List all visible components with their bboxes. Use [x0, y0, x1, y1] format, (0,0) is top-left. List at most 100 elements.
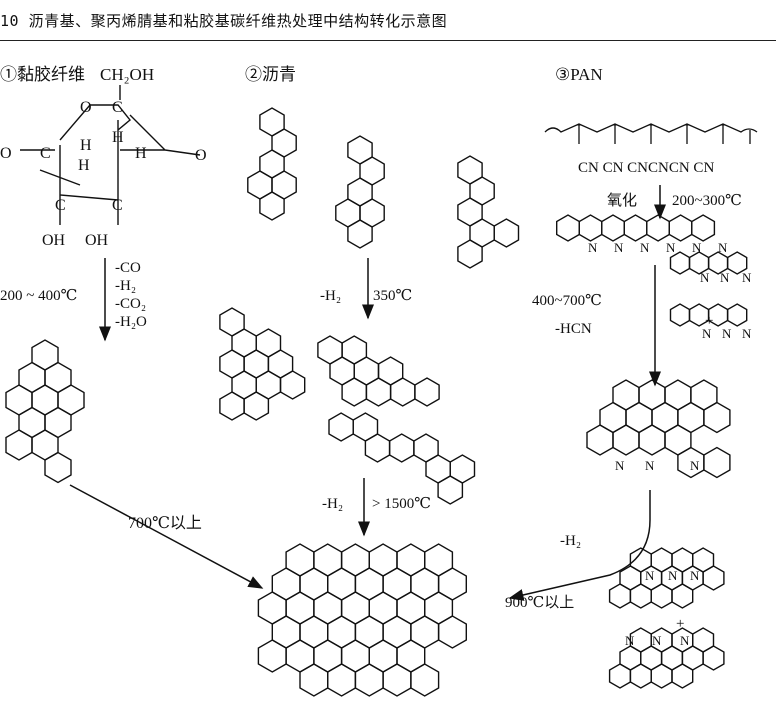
- hexagon-ring: [5, 429, 33, 461]
- nitrogen-atom: N: [645, 568, 655, 583]
- hexagon-ring: [556, 214, 580, 242]
- hexagon-ring: [702, 565, 725, 591]
- atom-h: H: [112, 129, 124, 146]
- pan-plus-1: +: [705, 313, 713, 329]
- hexagon-ring: [578, 214, 603, 242]
- hexagon-ring: [726, 251, 748, 275]
- cellulose-ring: [20, 85, 201, 225]
- hexagon-ring: [586, 424, 614, 456]
- pitch-step2-temp: > 1500℃: [372, 496, 431, 512]
- pan-step2-loss: -HCN: [555, 321, 592, 337]
- hexagon-ring: [347, 219, 373, 249]
- hexagon-ring: [629, 663, 652, 689]
- nitrogen-atom: N: [680, 633, 690, 648]
- hexagon-ring: [668, 214, 693, 242]
- hexagon-ring: [601, 214, 625, 242]
- hexagon-ring: [341, 377, 368, 407]
- hexagon-ring: [279, 370, 306, 400]
- hexagon-ring: [669, 251, 691, 275]
- pan-final-temp: 900℃以上: [505, 594, 574, 611]
- nitrogen-atom: N: [692, 240, 702, 255]
- nitrogen-atom: N: [720, 270, 730, 285]
- hexagon-ring: [365, 377, 392, 407]
- hexagon-ring: [608, 583, 632, 609]
- hexagon-ring: [327, 663, 357, 697]
- atom-o: O: [0, 145, 12, 162]
- hexagon-ring: [671, 583, 694, 609]
- atom-o: O: [80, 99, 92, 116]
- hexagon-ring: [691, 214, 716, 242]
- hexagon-ring: [259, 191, 285, 221]
- nitrogen-atom: N: [640, 240, 650, 255]
- hexagon-ring: [410, 663, 440, 697]
- viscose-final-temp: 700℃以上: [128, 514, 202, 532]
- pitch-step1-temp: 350℃: [373, 288, 412, 304]
- nitrogen-atom: N: [690, 458, 700, 473]
- hexagon-ring: [354, 663, 384, 697]
- pan-label: ③PAN: [555, 65, 603, 84]
- hexagon-structures: [5, 107, 748, 697]
- hexagon-ring: [612, 424, 640, 456]
- hexagon-ring: [219, 391, 245, 421]
- hexagon-ring: [243, 391, 270, 421]
- nitrogen-atom: N: [588, 240, 598, 255]
- viscose-temp: 200 ~ 400℃: [0, 288, 77, 304]
- hexagon-ring: [608, 663, 632, 689]
- nitrogen-atom: N: [718, 240, 728, 255]
- hexagon-ring: [364, 433, 391, 463]
- pan-cn-groups: CN CN CNCNCN CN: [578, 160, 714, 176]
- atom-c: C: [112, 99, 123, 116]
- nitrogen-atom: N: [742, 326, 752, 341]
- hexagon-ring: [493, 218, 520, 248]
- hexagon-ring: [328, 412, 354, 442]
- loss-h2o: -H₂O: [115, 314, 147, 330]
- pan-step2-temp: 400~700℃: [532, 293, 602, 309]
- pitch-step1-loss: -H₂: [320, 288, 341, 304]
- hexagon-ring: [650, 583, 673, 609]
- nitrogen-atom: N: [645, 458, 655, 473]
- atom-o: O: [195, 147, 207, 164]
- hexagon-ring: [646, 214, 670, 242]
- atom-oh: OH: [85, 232, 109, 249]
- nitrogen-atom: N: [668, 568, 678, 583]
- hexagon-ring: [671, 663, 694, 689]
- nitrogen-atom: N: [652, 633, 662, 648]
- hexagon-ring: [414, 377, 440, 407]
- hexagon-ring: [437, 615, 467, 649]
- nitrogen-atom: N: [666, 240, 676, 255]
- pan-oxidation: 氧化: [607, 192, 637, 209]
- hexagon-ring: [44, 451, 72, 484]
- nitrogen-atom: N: [700, 270, 710, 285]
- hexagon-ring: [257, 639, 287, 673]
- hexagon-ring: [623, 214, 648, 242]
- atom-c: C: [55, 197, 66, 214]
- nitrogen-atom: N: [615, 458, 625, 473]
- ch2oh-label: CH₂OH: [100, 65, 154, 84]
- hexagon-ring: [437, 475, 464, 505]
- atom-oh: OH: [42, 232, 66, 249]
- hexagon-ring: [703, 401, 731, 434]
- pitch-label: ②沥青: [245, 65, 296, 84]
- nitrogen-atom: N: [702, 326, 712, 341]
- loss-h2: -H₂: [115, 278, 136, 294]
- pitch-step2-loss: -H₂: [322, 496, 343, 512]
- hexagon-ring: [638, 424, 666, 456]
- hexagon-ring: [703, 446, 731, 479]
- loss-co2: -CO₂: [115, 296, 146, 312]
- atom-h: H: [135, 145, 147, 162]
- atom-c: C: [40, 145, 51, 162]
- pan-step3-loss: -H₂: [560, 533, 581, 549]
- figure-title: 10 沥青基、聚丙烯腈基和粘胶基碳纤维热处理中结构转化示意图: [0, 12, 448, 30]
- hexagon-ring: [388, 433, 415, 463]
- pan-plus-2: +: [676, 616, 684, 632]
- hexagon-ring: [726, 303, 748, 327]
- hexagon-ring: [299, 663, 329, 697]
- hexagon-ring: [669, 303, 691, 327]
- nitrogen-atom: N: [614, 240, 624, 255]
- atom-h: H: [78, 157, 90, 174]
- viscose-label: ①黏胶纤维: [0, 65, 85, 84]
- nitrogen-atom: N: [690, 568, 700, 583]
- hexagon-ring: [702, 645, 725, 671]
